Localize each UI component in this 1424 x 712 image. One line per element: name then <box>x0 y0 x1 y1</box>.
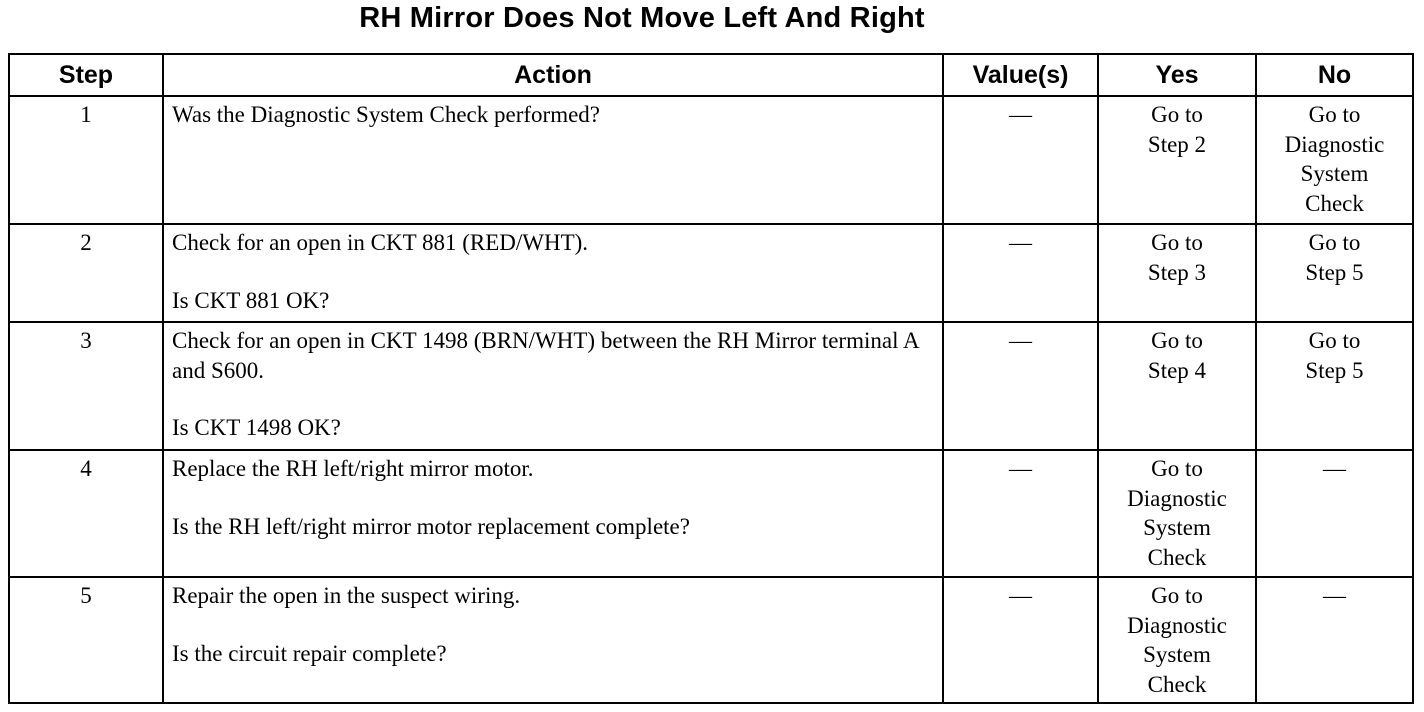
action-cell: Check for an open in CKT 1498 (BRN/WHT) … <box>162 321 944 451</box>
action-question: Is the circuit repair complete? <box>172 640 447 666</box>
action-question: Is the RH left/right mirror motor replac… <box>172 513 690 539</box>
yes-line: Diagnostic <box>1127 612 1227 638</box>
action-text: Check for an open in CKT 1498 (BRN/WHT) … <box>172 328 919 383</box>
no-line: Go to <box>1308 102 1361 127</box>
no-cell: — <box>1255 449 1414 578</box>
yes-cell: Go to Step 2 <box>1097 95 1257 225</box>
no-line: Go to <box>1308 230 1361 255</box>
no-cell: Go to Step 5 <box>1255 223 1414 323</box>
table-row: 4 Replace the RH left/right mirror motor… <box>8 449 1414 578</box>
action-cell: Was the Diagnostic System Check performe… <box>162 95 944 225</box>
no-cell: Go to Diagnostic System Check <box>1255 95 1414 225</box>
yes-line: Step 3 <box>1147 259 1207 285</box>
header-yes: Yes <box>1097 53 1257 97</box>
value-cell: — <box>942 576 1099 704</box>
yes-line: Step 4 <box>1147 357 1207 383</box>
action-text: Replace the RH left/right mirror motor. <box>172 456 534 481</box>
header-action: Action <box>162 53 944 97</box>
header-no: No <box>1255 53 1414 97</box>
yes-line: System <box>1143 642 1211 667</box>
step-cell: 1 <box>8 95 164 225</box>
no-line: Go to <box>1308 328 1361 353</box>
step-cell: 2 <box>8 223 164 323</box>
value-cell: — <box>942 321 1099 451</box>
action-text: Was the Diagnostic System Check performe… <box>172 102 601 127</box>
action-text: Repair the open in the suspect wiring. <box>172 583 521 608</box>
yes-cell: Go to Step 4 <box>1097 321 1257 451</box>
yes-line: Go to <box>1151 456 1203 481</box>
header-row: Step Action Value(s) Yes No <box>8 53 1414 97</box>
yes-line: System <box>1143 515 1211 540</box>
no-line: Check <box>1305 190 1364 216</box>
yes-cell: Go to Diagnostic System Check <box>1097 576 1257 704</box>
action-question: Is CKT 881 OK? <box>172 287 330 313</box>
action-cell: Repair the open in the suspect wiring. I… <box>162 576 944 704</box>
no-line: Step 5 <box>1305 357 1364 383</box>
no-line: Step 5 <box>1305 259 1364 285</box>
value-cell: — <box>942 223 1099 323</box>
table-row: 2 Check for an open in CKT 881 (RED/WHT)… <box>8 223 1414 323</box>
value-cell: — <box>942 449 1099 578</box>
yes-line: Go to <box>1151 583 1203 608</box>
yes-line: Go to <box>1151 230 1203 255</box>
no-line: — <box>1323 456 1346 481</box>
step-cell: 4 <box>8 449 164 578</box>
step-cell: 5 <box>8 576 164 704</box>
no-line: — <box>1323 583 1346 608</box>
table-row: 3 Check for an open in CKT 1498 (BRN/WHT… <box>8 321 1414 451</box>
no-line: Diagnostic <box>1284 131 1385 157</box>
yes-line: Go to <box>1151 328 1203 353</box>
yes-line: Check <box>1147 671 1207 697</box>
action-question: Is CKT 1498 OK? <box>172 415 341 440</box>
table-row: 5 Repair the open in the suspect wiring.… <box>8 576 1414 704</box>
yes-line: Diagnostic <box>1127 485 1227 511</box>
no-cell: Go to Step 5 <box>1255 321 1414 451</box>
action-cell: Check for an open in CKT 881 (RED/WHT). … <box>162 223 944 323</box>
action-text: Check for an open in CKT 881 (RED/WHT). <box>172 230 589 255</box>
step-cell: 3 <box>8 321 164 451</box>
header-step: Step <box>8 53 164 97</box>
value-cell: — <box>942 95 1099 225</box>
yes-cell: Go to Diagnostic System Check <box>1097 449 1257 578</box>
yes-line: Go to <box>1151 102 1203 127</box>
table-row: 1 Was the Diagnostic System Check perfor… <box>8 95 1414 225</box>
yes-line: Check <box>1147 544 1207 570</box>
action-cell: Replace the RH left/right mirror motor. … <box>162 449 944 578</box>
yes-line: Step 2 <box>1147 131 1207 157</box>
no-line: System <box>1300 161 1369 186</box>
yes-cell: Go to Step 3 <box>1097 223 1257 323</box>
header-values: Value(s) <box>942 53 1099 97</box>
diagnostic-table: Step Action Value(s) Yes No 1 Was the Di… <box>8 53 1414 704</box>
page-title: RH Mirror Does Not Move Left And Right <box>359 2 925 34</box>
no-cell: — <box>1255 576 1414 704</box>
